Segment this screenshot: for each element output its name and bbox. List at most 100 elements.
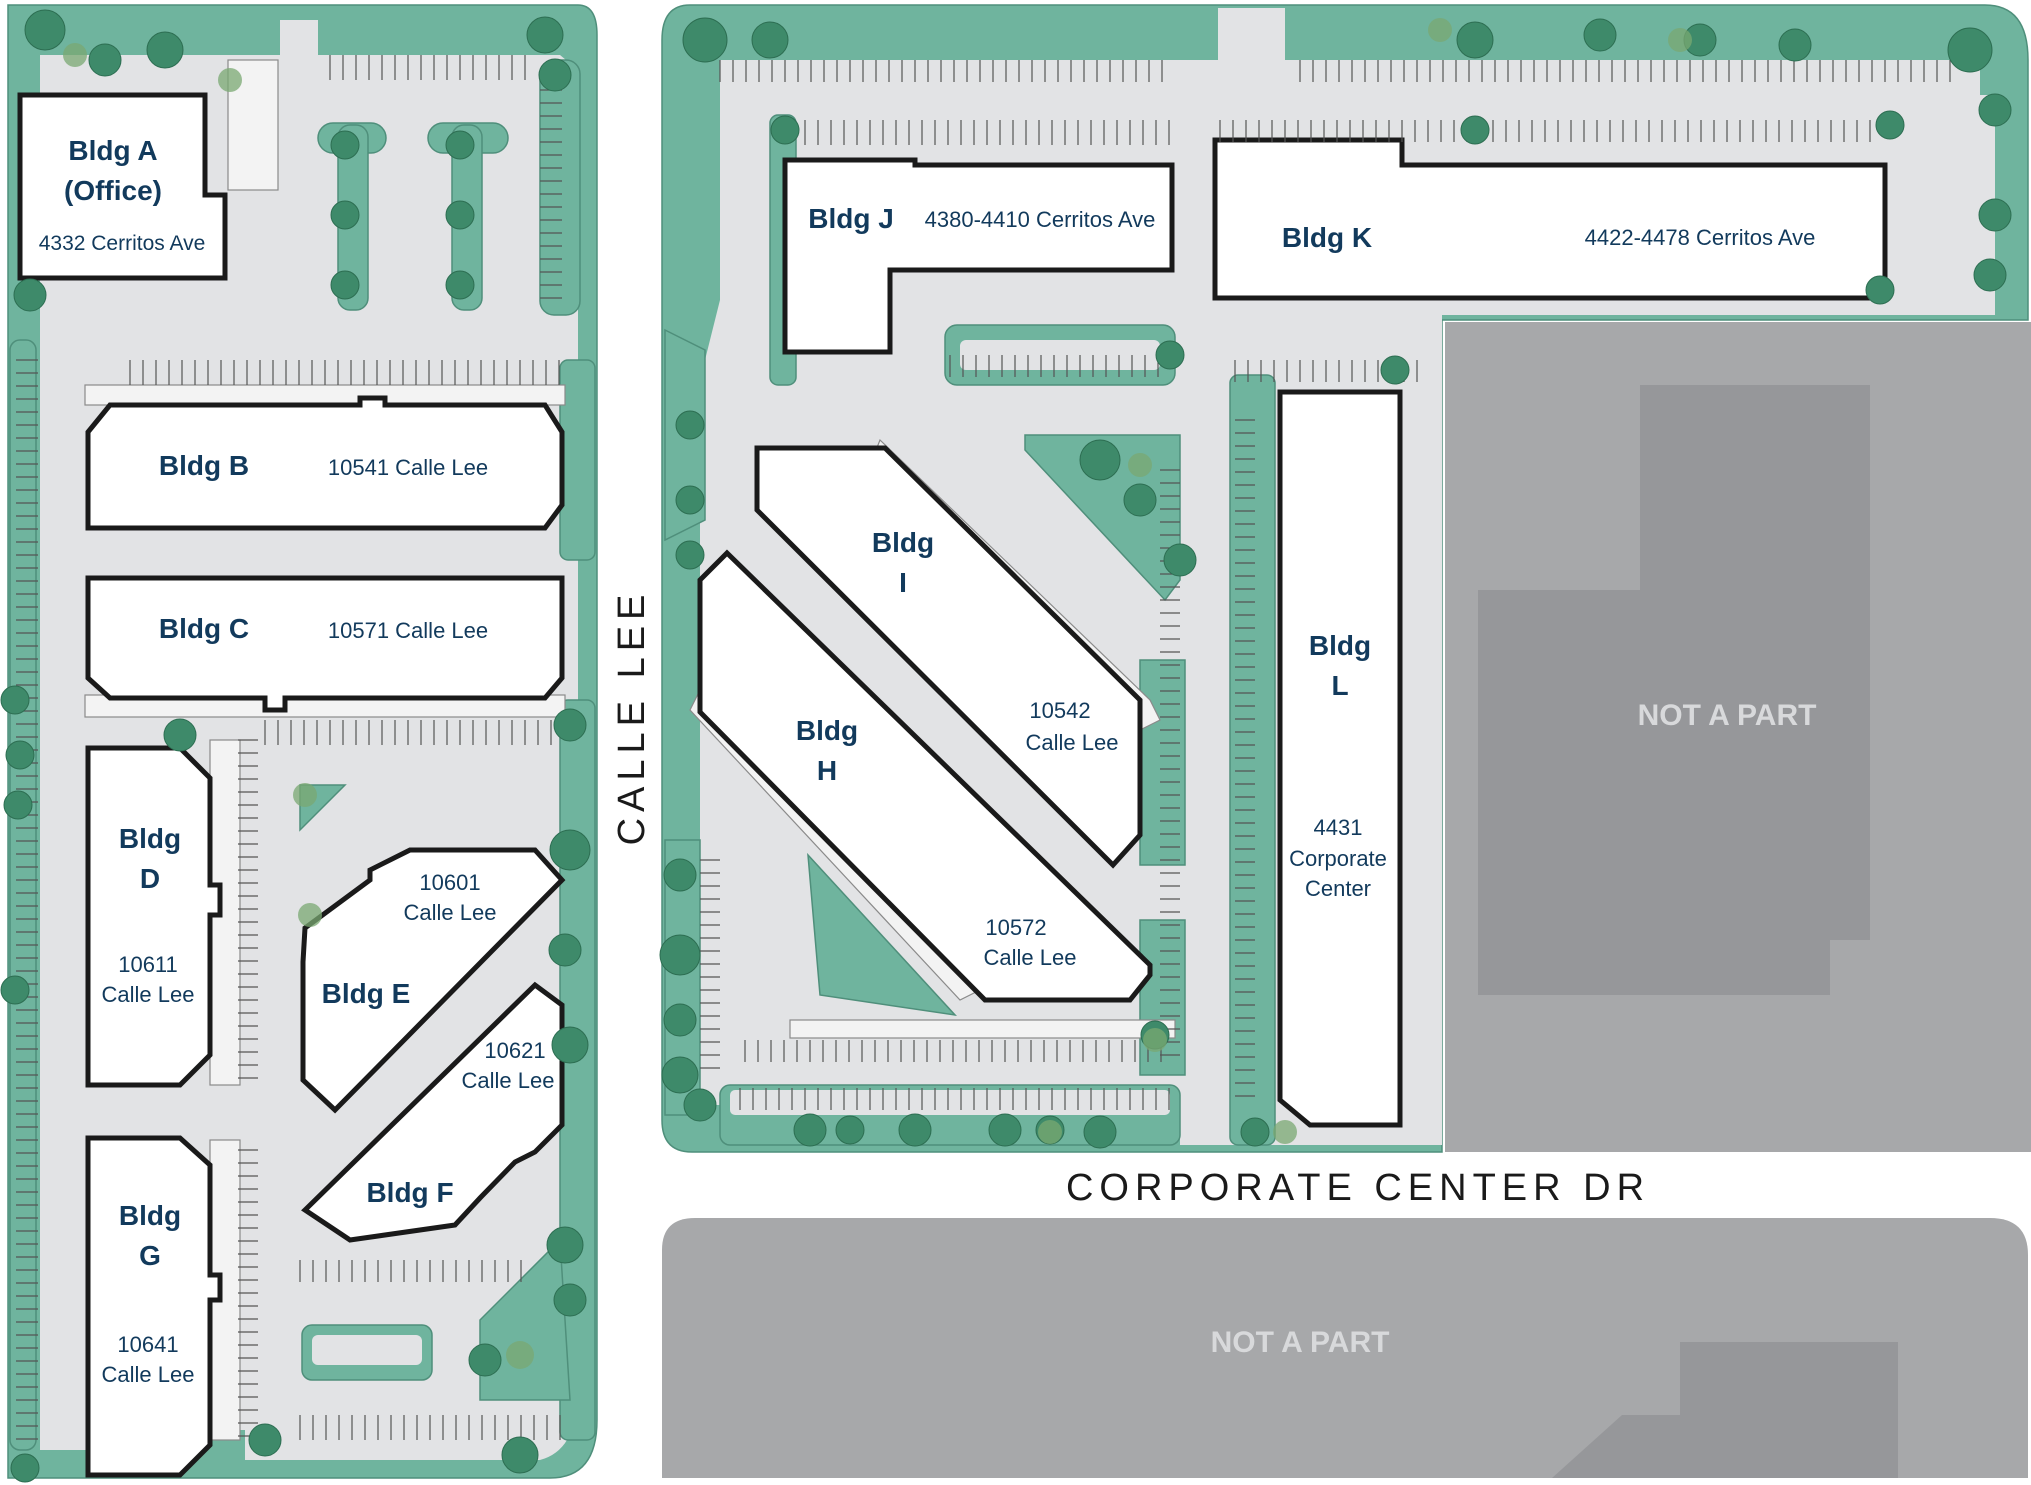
building-h-address: 10572: [985, 915, 1046, 940]
tree-icon: [675, 540, 705, 570]
tree-icon: [1155, 340, 1185, 370]
label-building-d: Bldg D 10611 Calle Lee: [102, 823, 195, 1007]
tree-icon: [659, 934, 701, 976]
tree-icon: [248, 1423, 282, 1457]
tree-icon: [546, 1226, 584, 1264]
building-d-name2: D: [140, 863, 160, 894]
building-l-address3: Center: [1305, 876, 1371, 901]
tree-icon: [793, 1113, 827, 1147]
street-calle-lee: CALLE LEE: [611, 589, 653, 846]
street-corporate-center-dr: CORPORATE CENTER DR: [1066, 1167, 1650, 1209]
tree-icon: [88, 43, 122, 77]
building-i-address2: Calle Lee: [1026, 730, 1119, 755]
building-g: [85, 1135, 223, 1478]
walkway: [789, 1019, 1176, 1039]
not-a-part-east-building: [1478, 385, 1870, 995]
building-b: [85, 395, 565, 531]
building-g-name2: G: [139, 1240, 161, 1271]
tree-icon: [1973, 258, 2007, 292]
building-b-name: Bldg B: [159, 450, 249, 481]
building-h-name2: H: [817, 755, 837, 786]
label-building-l: Bldg L 4431 Corporate Center: [1289, 630, 1387, 901]
building-j: [782, 157, 1175, 355]
tree-icon: [551, 1026, 589, 1064]
tree-icon: [898, 1113, 932, 1147]
building-k: [1212, 137, 1888, 301]
tree-icon: [1380, 355, 1410, 385]
tree-icon: [549, 829, 591, 871]
building-i-address: 10542: [1029, 698, 1090, 723]
not-a-part-south-building: [1552, 1342, 1898, 1478]
tree-icon: [445, 130, 475, 160]
label-building-f: 10621 Calle Lee Bldg F: [366, 1038, 554, 1208]
tree-icon: [1083, 1115, 1117, 1149]
tree-icon: [682, 17, 728, 63]
building-d-name: Bldg: [119, 823, 181, 854]
tree-icon: [770, 115, 800, 145]
tree-icon: [835, 1115, 865, 1145]
tree-icon: [663, 858, 697, 892]
tree-icon: [526, 16, 564, 54]
tree-icon: [506, 1341, 534, 1369]
building-g-address: 10641: [117, 1332, 178, 1357]
building-l: [1277, 389, 1403, 1128]
island: [960, 340, 1160, 370]
tree-icon: [13, 278, 47, 312]
tree-icon: [218, 68, 242, 92]
tree-icon: [146, 31, 184, 69]
tree-icon: [988, 1113, 1022, 1147]
island: [807, 852, 957, 1017]
tree-icon: [293, 783, 317, 807]
building-a-name: Bldg A: [68, 135, 157, 166]
building-d-address: 10611: [118, 952, 178, 977]
tree-icon: [0, 975, 30, 1005]
tree-icon: [1123, 483, 1157, 517]
parking-stalls: [16, 55, 1951, 1440]
tree-icon: [24, 9, 66, 51]
label-building-g: Bldg G 10641 Calle Lee: [102, 1200, 195, 1387]
building-k-name: Bldg K: [1282, 222, 1372, 253]
tree-icon: [1978, 93, 2012, 127]
label-building-a: Bldg A (Office) 4332 Cerritos Ave: [39, 135, 206, 255]
tree-icon: [1128, 453, 1152, 477]
island: [1229, 374, 1276, 1146]
tree-icon: [3, 790, 33, 820]
building-k-address: 4422-4478 Cerritos Ave: [1585, 225, 1816, 250]
tree-icon: [675, 485, 705, 515]
tree-icon: [553, 708, 587, 742]
tree-icon: [298, 903, 322, 927]
building-f-name: Bldg F: [366, 1177, 453, 1208]
tree-icon: [1875, 110, 1905, 140]
building-d: [85, 745, 223, 1088]
tree-icon: [1978, 198, 2012, 232]
label-building-j: Bldg J 4380-4410 Cerritos Ave: [808, 203, 1155, 234]
label-building-k: Bldg K 4422-4478 Cerritos Ave: [1282, 222, 1815, 253]
label-building-h: Bldg H 10572 Calle Lee: [796, 715, 1077, 970]
tree-icon: [0, 685, 30, 715]
building-i-name2: I: [899, 567, 907, 598]
building-l-address2: Corporate: [1289, 846, 1387, 871]
tree-icon: [683, 1088, 717, 1122]
building-h-name: Bldg: [796, 715, 858, 746]
building-c: [85, 575, 565, 713]
building-a: [17, 92, 228, 281]
building-l-name: Bldg: [1309, 630, 1371, 661]
tree-icon: [1456, 21, 1494, 59]
building-c-address: 10571 Calle Lee: [328, 618, 488, 643]
tree-icon: [1668, 28, 1692, 52]
tree-icon: [330, 270, 360, 300]
island: [730, 1090, 1170, 1115]
tree-icon: [1460, 115, 1490, 145]
building-j-address: 4380-4410 Cerritos Ave: [925, 207, 1156, 232]
building-f-address2: Calle Lee: [462, 1068, 555, 1093]
tree-icon: [538, 58, 572, 92]
building-j-name: Bldg J: [808, 203, 894, 234]
building-e-address: 10601: [419, 870, 480, 895]
tree-icon: [675, 410, 705, 440]
building-e: [300, 847, 566, 1114]
building-g-name: Bldg: [119, 1200, 181, 1231]
label-building-i: Bldg I 10542 Calle Lee: [872, 527, 1119, 755]
building-a-address: 4332 Cerritos Ave: [39, 232, 206, 255]
tree-icon: [751, 21, 789, 59]
